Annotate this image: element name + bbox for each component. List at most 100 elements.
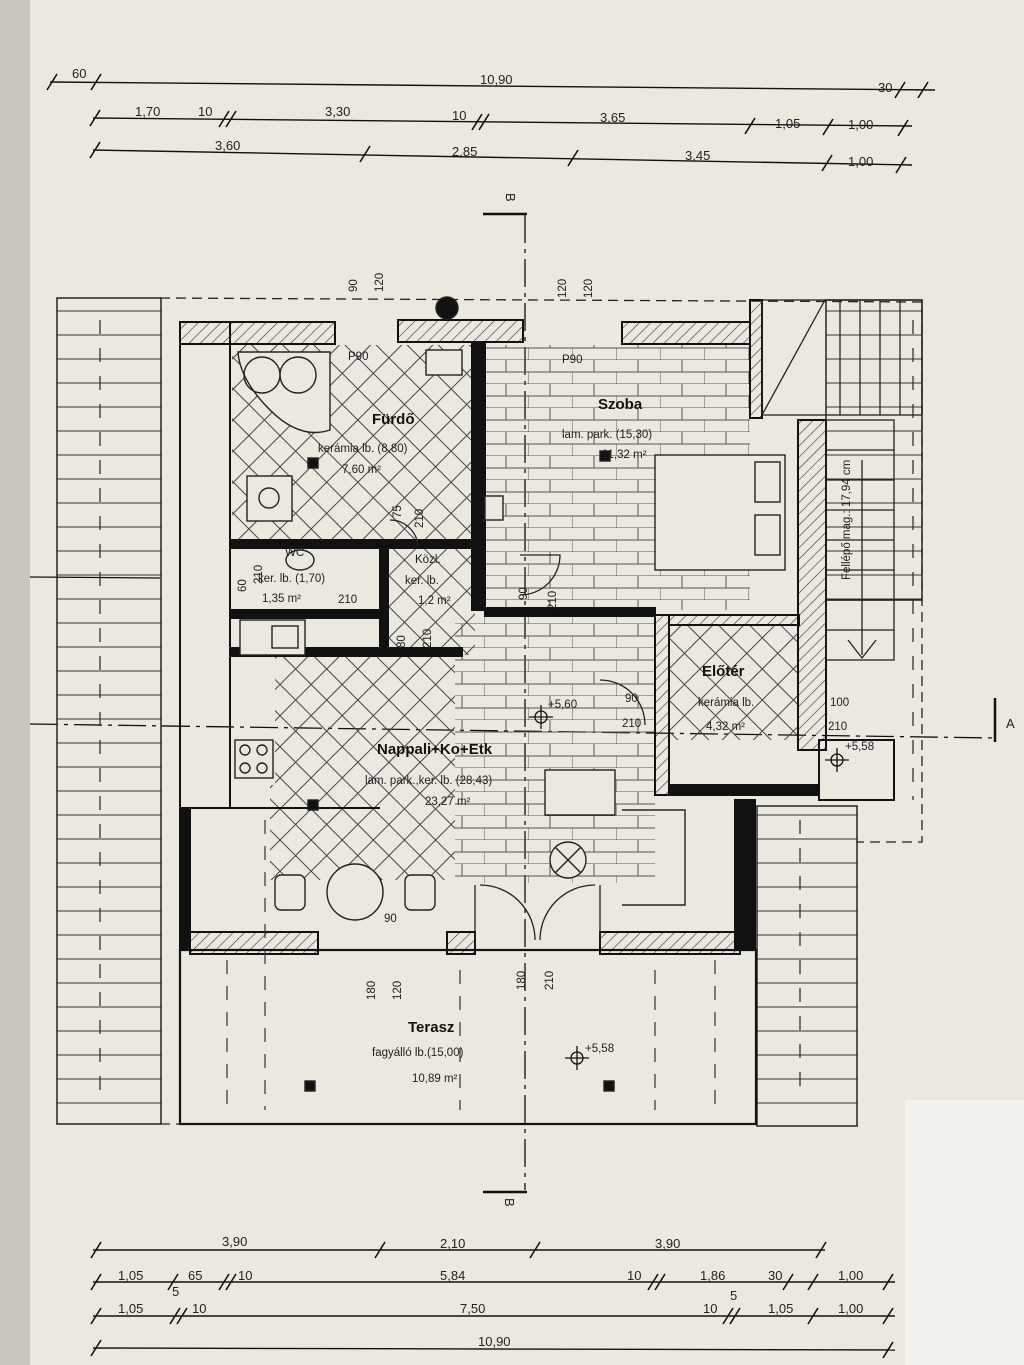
room-terasz-name: Terasz [408,1019,454,1036]
dim-top-30: 30 [878,80,892,95]
bottom-dimension-lines [90,1241,896,1359]
dimb-r2-30: 30 [768,1268,782,1283]
bathtub [237,351,331,434]
dimb-r3-100: 1,00 [838,1301,863,1316]
door-wc2: 210 [338,594,357,606]
door-kozl-a: 80 [396,635,408,648]
section-b-bottom-label: B [502,1198,517,1207]
kozl-floor [387,545,475,655]
door-dine: 90 [384,913,397,925]
room-nappali-area: 23,27 m² [425,796,471,808]
stair-note: Fellépő mag.: 17,94 cm [841,460,853,580]
door-bath-a: 75 [392,505,404,518]
opening-labels: P90 P90 90 120 120 120 75 210 60 210 210… [237,273,849,1000]
door-eloter-a: 100 [830,697,849,709]
section-mark-a: A [993,698,1015,742]
dim-r2-170: 1,70 [135,104,160,119]
door-top2-b: 120 [583,279,595,298]
room-kozl: Közl. ker. lb. 1,2 m² [405,554,451,607]
dimb-r3-105: 1,05 [118,1301,143,1316]
room-nappali-floor: lam. park.,ker. lb. (28,43) [365,775,492,787]
dimb-r2-10b: 10 [627,1268,641,1283]
room-eloter-area: 4,32 m² [706,721,745,733]
terrace-outline [178,948,758,1126]
dim-r3-360: 3,60 [215,138,240,153]
door-top1-a: 90 [348,279,360,292]
level-terrace: +5,58 [585,1043,614,1055]
dim-r2-100: 1,00 [848,117,873,132]
living-floor [455,615,655,883]
eloter-floor [670,625,798,740]
room-kozl-area: 1,2 m² [418,595,451,607]
dimb-r3-750: 7,50 [460,1301,485,1316]
dimb-r3-105b: 1,05 [768,1301,793,1316]
door-bath-b: 210 [414,509,426,528]
door-ter2-a: 180 [516,971,528,990]
level-eloter: +5,58 [845,741,874,753]
door-top2-a: 120 [557,279,569,298]
beam-lines [226,820,716,1110]
top-dimension-lines [46,73,936,174]
binding-shadow [0,0,30,1365]
top-dimension-labels: 60 10,90 30 1,70 10 3,30 10 3,65 1,05 1,… [72,66,892,169]
dim-r2-10b: 10 [452,108,466,123]
level-marks [529,705,849,1070]
dim-r3-285: 2,85 [452,144,477,159]
bottom-dimension-labels: 3,90 2,10 3,90 1,05 5 65 10 5,84 10 1,86… [118,1234,863,1349]
level-living: +5,60 [548,699,577,711]
dim-r2-365: 3,65 [600,110,625,125]
dimb-r2-186: 1,86 [700,1268,725,1283]
door-eloter-b: 210 [828,721,847,733]
room-furdo-name: Fürdő [372,411,415,428]
room-furdo-area: 7,60 m² [342,464,381,476]
door-ter1-b: 120 [392,981,404,1000]
paper-corner [905,1100,1024,1365]
kitchen-floor [275,655,455,785]
room-eloter: Előtér kerámia lb. 4,32 m² [698,663,754,733]
room-szoba: Szoba lam. park. (15,30) 11,32 m² [562,396,652,461]
room-nappali: Nappali+Ko+Etk lam. park.,ker. lb. (28,4… [365,741,493,808]
door-wc-b: 210 [253,565,265,584]
door-liv-a: 90 [625,693,638,705]
door-ter2-b: 210 [544,971,556,990]
dimb-r2-65: 65 [188,1268,202,1283]
dim-top-60: 60 [72,66,86,81]
dimb-r2-105: 1,05 [118,1268,143,1283]
room-wc-name: WC [285,547,304,559]
door-szoba-a: 90 [518,587,530,600]
room-terasz-floor: fagyálló lb.(15,00) [372,1047,464,1059]
room-eloter-floor: kerámia lb. [698,697,754,709]
room-nappali-name: Nappali+Ko+Etk [377,741,493,758]
room-terasz: Terasz fagyálló lb.(15,00) 10,89 m² [372,1019,464,1085]
dim-r2-330: 3,30 [325,104,350,119]
dim-r3-100: 1,00 [848,154,873,169]
door-ter1-a: 180 [366,981,378,1000]
dim-r2-105: 1,05 [775,116,800,131]
dimb-r1-210: 2,10 [440,1236,465,1251]
dim-r2-10a: 10 [198,104,212,119]
door-szoba-b: 210 [547,591,559,610]
dimb-r2-100: 1,00 [838,1268,863,1283]
section-mark-b-bottom: B [483,1190,527,1207]
opening-p90-2: P90 [562,354,582,366]
section-a-label: A [1006,716,1015,731]
room-eloter-name: Előtér [702,663,745,680]
room-szoba-name: Szoba [598,396,643,413]
door-liv-b: 210 [622,718,641,730]
door-top1-b: 120 [374,273,386,292]
section-b-top-label: B [503,193,518,202]
room-wc-area: 1,35 m² [262,593,301,605]
room-szoba-area: 11,32 m² [602,449,647,461]
room-furdo-floor: kerámia lb. (8,80) [318,443,408,455]
door-wc-a: 60 [237,579,249,592]
door-kozl-b: 210 [422,629,434,648]
dimb-r1-390b: 3,90 [655,1236,680,1251]
room-wc-floor: ker. lb. (1,70) [258,573,325,585]
stairs [761,299,923,661]
dimb-r3-5: 5 [730,1288,737,1303]
opening-p90-1: P90 [348,351,368,363]
dimb-r2-10a: 10 [238,1268,252,1283]
fixtures [234,296,786,1092]
room-kozl-name: Közl. [415,554,441,566]
